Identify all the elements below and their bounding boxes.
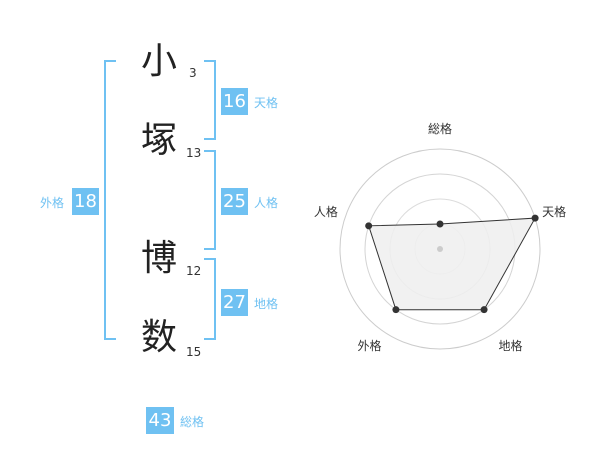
soukaku-value: 43 [146, 407, 174, 434]
tenkaku-label: 天格 [254, 96, 279, 110]
gaikaku-label: 外格 [40, 196, 65, 210]
radar-point-5 [365, 222, 373, 230]
chikaku-value: 27 [221, 289, 248, 316]
tenkaku-bracket [204, 60, 216, 140]
stroke-count-3: 12 [186, 264, 202, 278]
radar-area [368, 217, 536, 311]
radar-center [437, 246, 443, 252]
stroke-count-2: 13 [186, 146, 202, 160]
radar-axis-label-1: 総格 [428, 121, 452, 136]
chikaku-bracket [204, 258, 216, 340]
radar-points [365, 214, 539, 314]
radar-point-1 [436, 220, 444, 228]
name-char-2: 塚 [140, 120, 177, 161]
radar-axis-label-2: 天格 [542, 204, 566, 219]
gaikaku-value: 18 [72, 188, 99, 215]
jinkaku-value: 25 [221, 188, 248, 215]
radar-grid-ring [339, 148, 541, 350]
radar-point-2 [531, 214, 539, 222]
chikaku-label: 地格 [254, 297, 279, 311]
name-char-3: 博 [140, 238, 177, 279]
tenkaku-value: 16 [221, 88, 248, 115]
radar-axis-label-4: 外格 [357, 338, 381, 353]
jinkaku-bracket [204, 150, 216, 250]
name-char-1: 小 [140, 41, 177, 82]
soukaku-label: 総格 [180, 415, 205, 429]
gaikaku-bracket [104, 60, 116, 340]
radar-point-3 [480, 306, 488, 314]
stroke-count-1: 3 [189, 66, 197, 80]
radar-point-4 [392, 306, 400, 314]
radar-axis-label-5: 人格 [314, 204, 338, 219]
name-char-4: 数 [140, 317, 177, 358]
stroke-count-4: 15 [186, 345, 202, 359]
radar-axis-label-3: 地格 [498, 338, 522, 353]
jinkaku-label: 人格 [254, 196, 279, 210]
